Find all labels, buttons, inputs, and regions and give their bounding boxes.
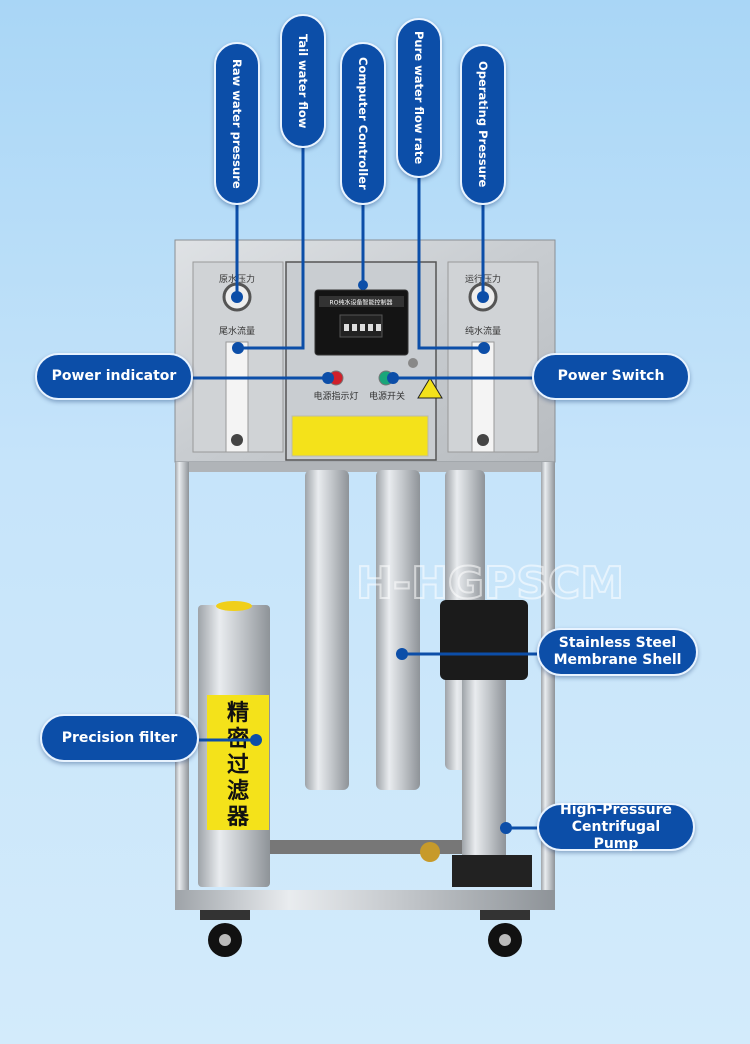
warning-sticker bbox=[291, 415, 429, 457]
pipe bbox=[270, 840, 470, 854]
frame-right bbox=[541, 462, 555, 910]
callout-operating-pressure: Operating Pressure bbox=[460, 44, 506, 205]
flowmeter-valve-icon bbox=[477, 434, 489, 446]
callout-precision-filter: Precision filter bbox=[40, 714, 199, 762]
pure-flowmeter bbox=[471, 341, 495, 453]
callout-power-indicator: Power indicator bbox=[35, 353, 193, 400]
tail-flow-label: 尾水流量 bbox=[219, 325, 255, 337]
pump-motor bbox=[440, 600, 528, 680]
filter-label-char: 滤 bbox=[227, 779, 249, 804]
callout-pure-water-flow-rate: Pure water flow rate bbox=[396, 18, 442, 178]
membrane-shell bbox=[376, 470, 420, 790]
filter-label-text: 精 密 过 滤 器 bbox=[226, 700, 250, 830]
callout-membrane-shell: Stainless Steel Membrane Shell bbox=[537, 628, 698, 676]
callout-power-switch: Power Switch bbox=[532, 353, 690, 400]
caster-wheel bbox=[200, 910, 250, 957]
lock-icon bbox=[408, 358, 418, 368]
flowmeter-valve-icon bbox=[231, 434, 243, 446]
membrane-shell bbox=[305, 470, 349, 790]
controller-digits bbox=[344, 324, 381, 331]
power-switch-cn-label: 电源开关 bbox=[369, 390, 405, 402]
power-indicator-cn-label: 电源指示灯 bbox=[313, 390, 358, 402]
callout-centrifugal-pump: High-Pressure Centrifugal Pump bbox=[537, 802, 695, 852]
brass-valve bbox=[420, 842, 440, 862]
filter-yellow-label bbox=[207, 695, 269, 830]
caster-wheel bbox=[480, 910, 530, 957]
callout-dots bbox=[231, 280, 512, 834]
filter-label-char: 精 bbox=[227, 700, 249, 726]
callout-tail-water-flow: Tail water flow bbox=[280, 14, 326, 148]
frame-top-rail bbox=[189, 462, 541, 472]
watermark: H-HGPSCM bbox=[356, 558, 624, 609]
callout-raw-water-pressure: Raw water pressure bbox=[214, 42, 260, 205]
callout-computer-controller: Computer Controller bbox=[340, 42, 386, 205]
filter-label-char: 器 bbox=[226, 805, 250, 830]
tail-flowmeter bbox=[225, 341, 249, 453]
filter-cap bbox=[216, 601, 252, 611]
pure-flow-label: 纯水流量 bbox=[465, 325, 501, 337]
controller-title: RO纯水设备智能控制器 bbox=[330, 299, 393, 307]
pump-base bbox=[452, 855, 532, 887]
filter-label-char: 过 bbox=[227, 753, 249, 778]
high-pressure-pump bbox=[462, 680, 506, 855]
warning-icon bbox=[417, 377, 443, 399]
frame-base bbox=[175, 890, 555, 910]
frame-left bbox=[175, 462, 189, 910]
controller-title-bar bbox=[319, 296, 404, 307]
